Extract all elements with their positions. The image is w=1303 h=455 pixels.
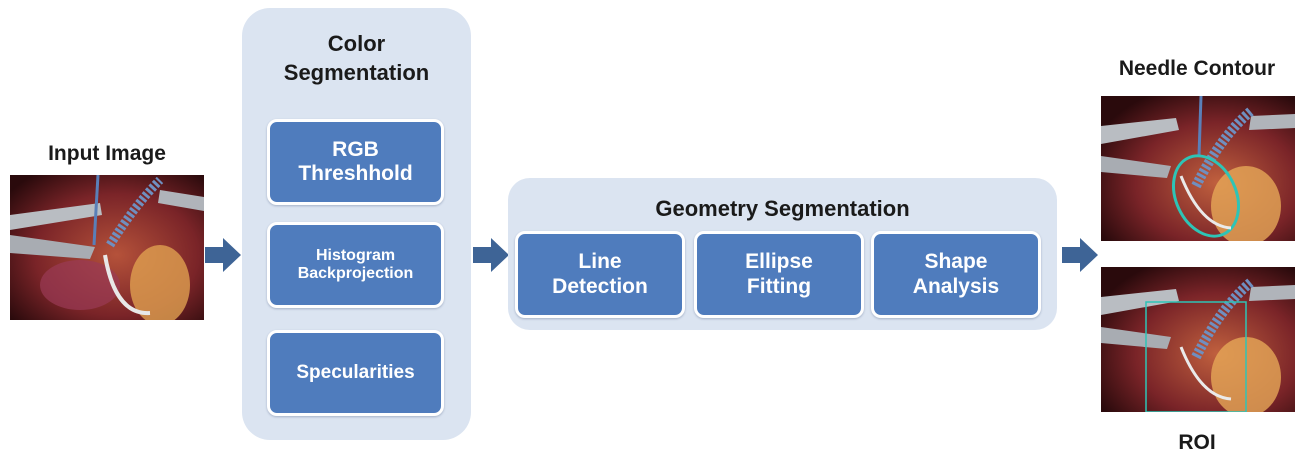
arrow-to-geometry-segmentation <box>473 238 509 272</box>
needle-contour-label: Needle Contour <box>1118 57 1276 80</box>
rgb-threshold-box: RGB Threshhold <box>267 119 444 205</box>
arrow-to-color-segmentation <box>205 238 241 272</box>
specularities-box: Specularities <box>267 330 444 416</box>
arrow-to-outputs <box>1062 238 1098 272</box>
roi-label: ROI <box>1178 431 1216 454</box>
roi-image <box>1101 267 1295 412</box>
needle-contour-image <box>1101 96 1295 241</box>
histogram-backprojection-box: Histogram Backprojection <box>267 222 444 308</box>
color-segmentation-title: Color Segmentation <box>283 31 430 85</box>
input-image-label: Input Image <box>48 142 166 165</box>
geometry-segmentation-title: Geometry Segmentation <box>655 196 910 221</box>
ellipse-fitting-box: Ellipse Fitting <box>694 231 864 318</box>
input-image <box>10 175 204 320</box>
line-detection-box: Line Detection <box>515 231 685 318</box>
shape-analysis-box: Shape Analysis <box>871 231 1041 318</box>
